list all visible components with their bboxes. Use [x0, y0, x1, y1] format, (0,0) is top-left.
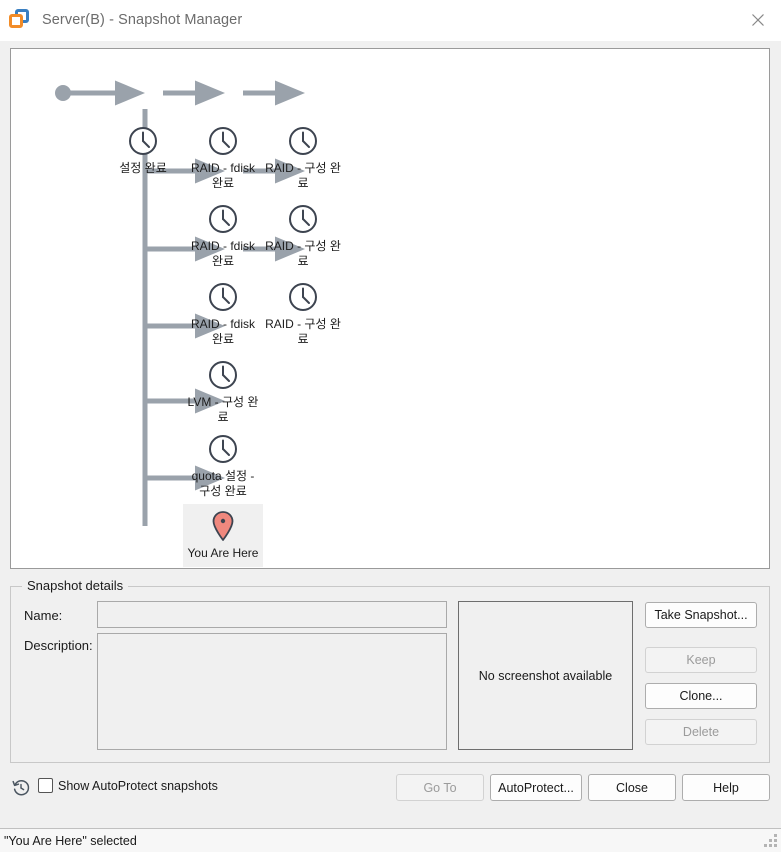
- group-border: [10, 586, 770, 763]
- status-text: "You Are Here" selected: [4, 833, 137, 848]
- tree-node-snapshot[interactable]: RAID - fdisk 완료: [183, 275, 263, 353]
- tree-node-snapshot[interactable]: LVM - 구성 완료: [183, 353, 263, 431]
- description-input[interactable]: [97, 633, 447, 750]
- close-button[interactable]: Close: [588, 774, 676, 801]
- tree-node-label: RAID - 구성 완료: [265, 239, 341, 268]
- status-bar: "You Are Here" selected: [0, 828, 781, 852]
- snapshot-details-group: Snapshot details Name: Description: No s…: [10, 577, 770, 763]
- tree-node-snapshot[interactable]: RAID - 구성 완료: [263, 275, 343, 353]
- take-snapshot-button[interactable]: Take Snapshot...: [645, 602, 757, 628]
- name-input[interactable]: [97, 601, 447, 628]
- history-clock-icon: [12, 779, 30, 796]
- clone-button[interactable]: Clone...: [645, 683, 757, 709]
- tree-node-you-are-here[interactable]: You Are Here: [183, 504, 263, 567]
- root-dot: [55, 85, 71, 101]
- clock-icon: [289, 127, 317, 155]
- clock-icon: [209, 127, 237, 155]
- tree-node-label: RAID - fdisk 완료: [190, 161, 255, 190]
- clock-icon: [289, 283, 317, 311]
- snapshot-tree-canvas: 설정 완료 RAID - fdisk 완료: [11, 49, 769, 568]
- delete-button: Delete: [645, 719, 757, 745]
- tree-node-snapshot[interactable]: RAID - fdisk 완료: [183, 119, 263, 197]
- vmware-icon: [9, 9, 31, 31]
- tree-node-label: RAID - fdisk 완료: [190, 239, 255, 268]
- tree-node-snapshot[interactable]: RAID - fdisk 완료: [183, 197, 263, 275]
- title-bar: Server(B) - Snapshot Manager: [0, 0, 781, 41]
- tree-node-label: RAID - fdisk 완료: [190, 317, 255, 346]
- screenshot-placeholder-text: No screenshot available: [478, 668, 613, 683]
- snapshot-details-legend: Snapshot details: [22, 577, 129, 595]
- tree-node-label: RAID - 구성 완료: [265, 317, 341, 346]
- tree-node-snapshot[interactable]: quota 설정 - 구성 완료: [183, 427, 263, 505]
- autoprotect-button[interactable]: AutoProtect...: [490, 774, 582, 801]
- resize-grip[interactable]: [764, 834, 778, 848]
- help-button[interactable]: Help: [682, 774, 770, 801]
- description-label: Description:: [24, 638, 93, 653]
- snapshot-tree-panel[interactable]: 설정 완료 RAID - fdisk 완료: [10, 48, 770, 569]
- show-autoprotect-label: Show AutoProtect snapshots: [58, 778, 218, 793]
- tree-node-snapshot[interactable]: RAID - 구성 완료: [263, 197, 343, 275]
- screenshot-preview: No screenshot available: [458, 601, 633, 750]
- map-pin-icon: [212, 511, 234, 541]
- clock-icon: [209, 435, 237, 463]
- checkbox-box[interactable]: [38, 778, 53, 793]
- tree-node-snapshot[interactable]: RAID - 구성 완료: [263, 119, 343, 197]
- clock-icon: [209, 205, 237, 233]
- tree-node-label: LVM - 구성 완료: [187, 395, 259, 424]
- go-to-button: Go To: [396, 774, 484, 801]
- show-autoprotect-checkbox[interactable]: Show AutoProtect snapshots: [38, 778, 218, 793]
- tree-connectors: [55, 80, 305, 526]
- clock-icon: [209, 361, 237, 389]
- tree-node-label: RAID - 구성 완료: [265, 161, 341, 190]
- tree-node-snapshot[interactable]: 설정 완료: [103, 119, 183, 182]
- tree-node-label: quota 설정 - 구성 완료: [191, 469, 255, 498]
- clock-icon: [289, 205, 317, 233]
- tree-node-label: You Are Here: [187, 546, 259, 560]
- name-label: Name:: [24, 608, 63, 623]
- close-icon[interactable]: [735, 0, 781, 40]
- clock-icon: [209, 283, 237, 311]
- clock-icon: [129, 127, 157, 155]
- window-title: Server(B) - Snapshot Manager: [42, 12, 243, 28]
- tree-node-label: 설정 완료: [119, 161, 167, 175]
- footer-bar: Show AutoProtect snapshots: [0, 770, 781, 825]
- keep-button: Keep: [645, 647, 757, 673]
